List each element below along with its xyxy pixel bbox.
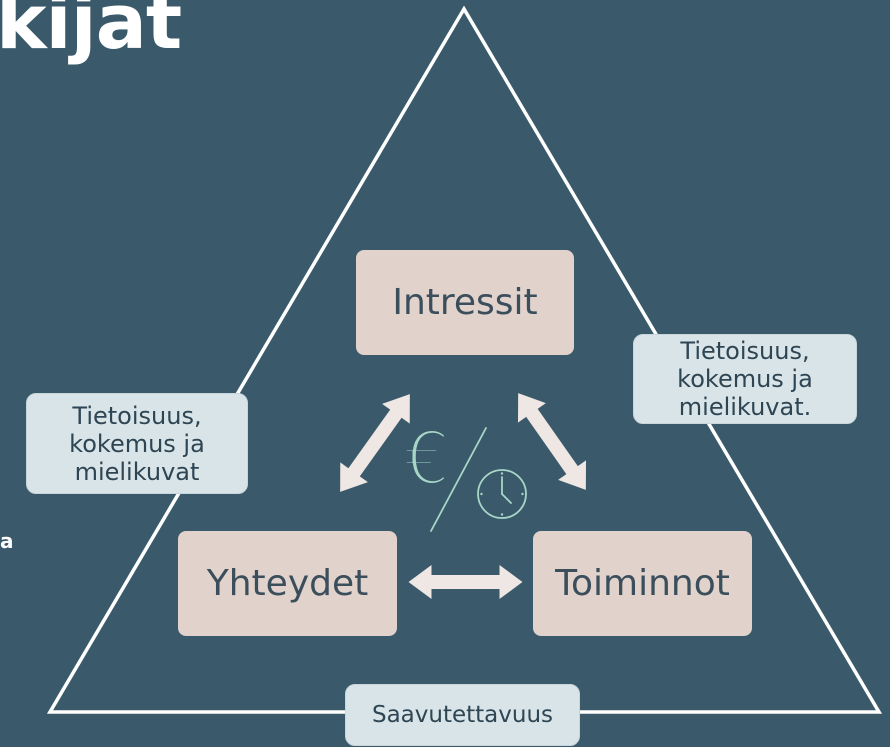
side-text-fragment: a — [0, 529, 14, 553]
clock-icon — [477, 469, 527, 519]
node-label: Intressit — [392, 281, 538, 323]
edge-label-line: kokemus ja — [677, 365, 813, 393]
edge-label-line: Tietoisuus, — [680, 337, 810, 365]
edge-label-line: mielikuvat. — [678, 393, 812, 421]
edge-label-left: Tietoisuus, kokemus ja mielikuvat — [26, 393, 248, 494]
node-yhteydet: Yhteydet — [178, 531, 397, 636]
edge-label-line: Tietoisuus, — [72, 401, 202, 430]
edge-label-line: mielikuvat — [74, 457, 200, 486]
node-label: Yhteydet — [206, 562, 369, 604]
edge-label-right: Tietoisuus, kokemus ja mielikuvat. — [633, 334, 857, 424]
double-arrow-top-right-icon — [517, 393, 587, 490]
node-label: Toiminnot — [555, 562, 730, 604]
edge-label-line: kokemus ja — [69, 429, 205, 458]
node-intressit: Intressit — [356, 250, 574, 355]
slide-title-fragment: kijat — [0, 0, 182, 66]
euro-symbol: € — [403, 416, 450, 502]
double-arrow-bottom-icon — [408, 565, 523, 599]
node-toiminnot: Toiminnot — [533, 531, 752, 636]
edge-label-line: Saavutettavuus — [371, 702, 554, 728]
edge-label-bottom: Saavutettavuus — [345, 684, 580, 746]
slash-divider — [430, 427, 487, 532]
double-arrow-top-left-icon — [340, 394, 410, 492]
